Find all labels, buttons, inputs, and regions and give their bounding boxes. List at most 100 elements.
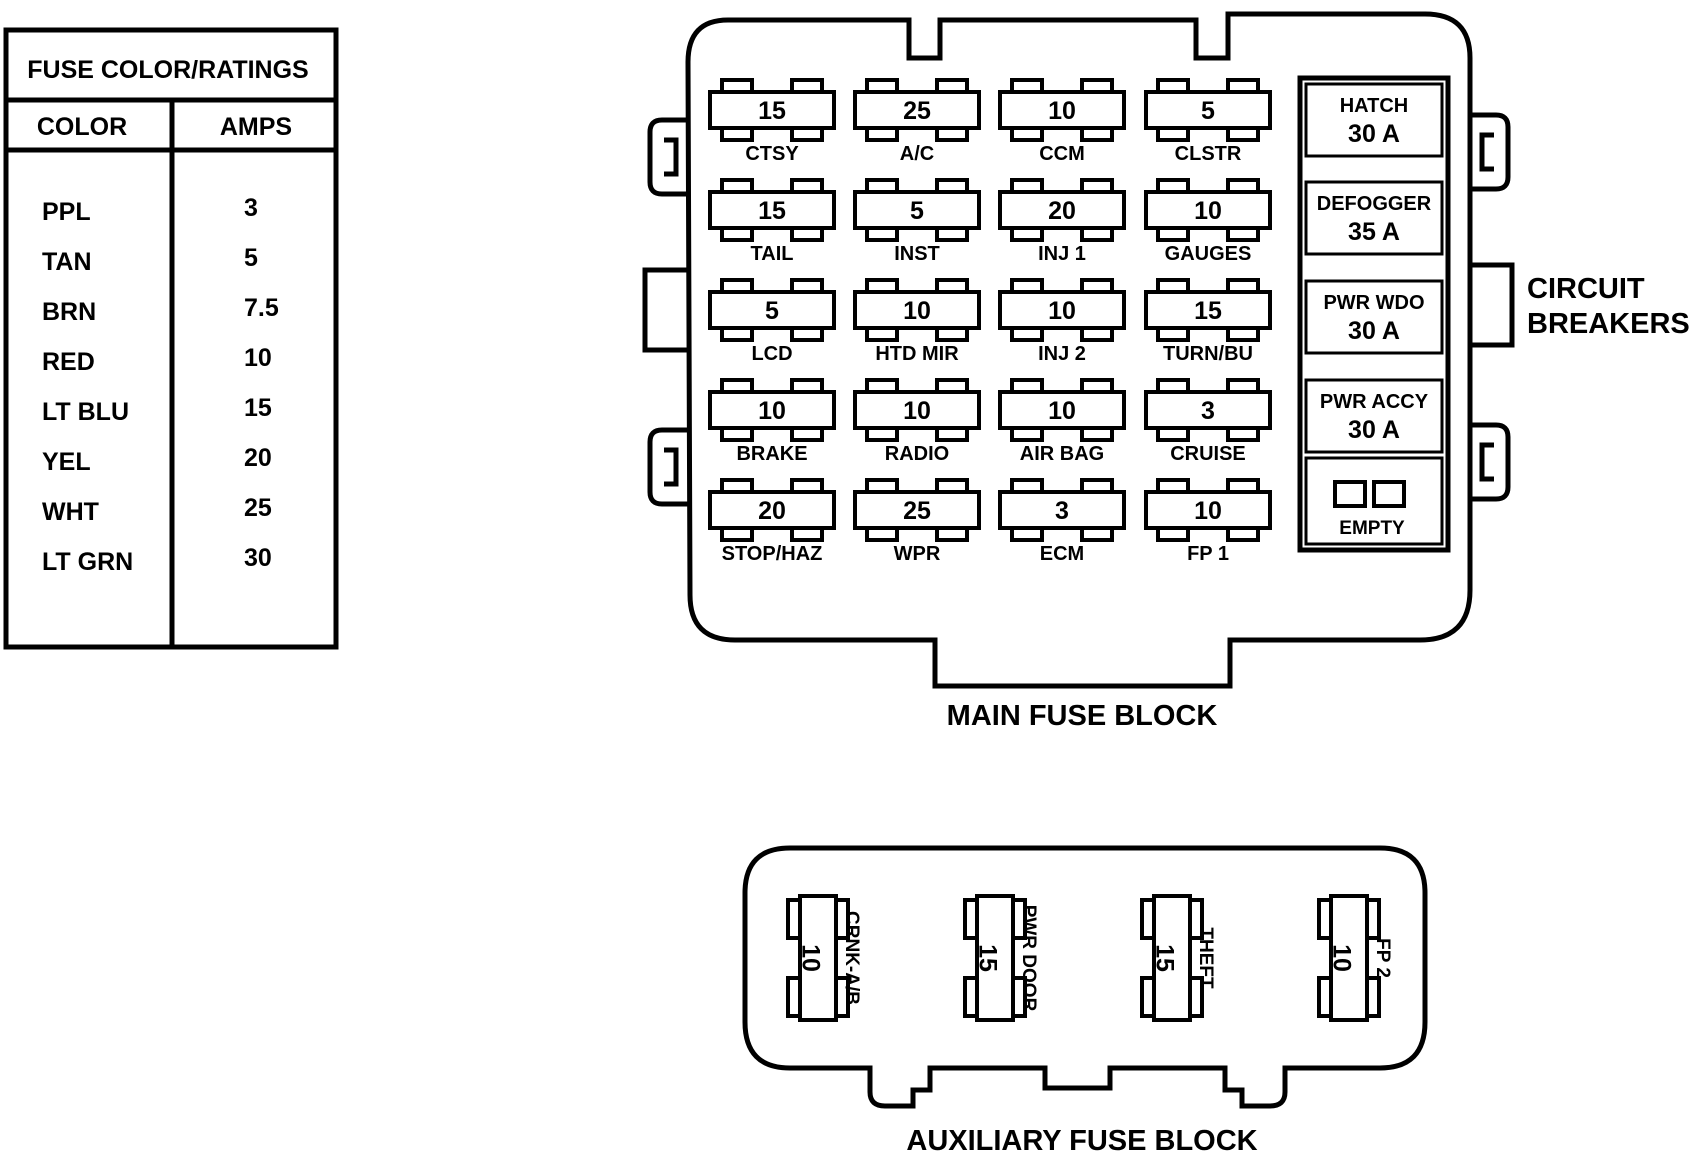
- fuse-rating: 10: [1194, 197, 1222, 225]
- fuse-label: HTD MIR: [875, 343, 959, 365]
- legend-color-header: COLOR: [37, 113, 127, 141]
- fuse-rating: 3: [1201, 397, 1215, 425]
- fuse-label: AIR BAG: [1020, 443, 1104, 465]
- breaker-rating: 30 A: [1348, 416, 1400, 444]
- legend-amps-cell: 25: [244, 494, 272, 522]
- aux-fuse: 10 FP 2: [1317, 894, 1393, 1022]
- fuse-rating: 5: [910, 197, 924, 225]
- fuse-label: WPR: [894, 543, 941, 565]
- legend-amps-cell: 3: [244, 194, 258, 222]
- fuse-rating: 25: [903, 97, 931, 125]
- fuse-label: INJ 2: [1038, 343, 1086, 365]
- fuse: 25A/C: [853, 78, 981, 165]
- fuse-rating: 5: [765, 297, 779, 325]
- legend-amps-cell: 15: [244, 394, 272, 422]
- aux-fuse: 10 CRNK-A/B: [786, 894, 862, 1022]
- fuse-rating: 10: [1194, 497, 1222, 525]
- breaker-name: DEFOGGER: [1317, 193, 1432, 215]
- legend-title: FUSE COLOR/RATINGS: [27, 56, 308, 84]
- fuse-label: INJ 1: [1038, 243, 1086, 265]
- fuse-label: FP 1: [1187, 543, 1229, 565]
- circuit-breaker: DEFOGGER 35 A: [1317, 193, 1432, 246]
- fuse-label: A/C: [900, 143, 934, 165]
- empty-slot-icon: [1372, 480, 1406, 508]
- auxiliary-fuse-block-title: AUXILIARY FUSE BLOCK: [906, 1125, 1257, 1152]
- fuse-label: CRUISE: [1170, 443, 1246, 465]
- empty-slot-label: EMPTY: [1339, 518, 1405, 539]
- fuse-label: RADIO: [885, 443, 949, 465]
- aux-fuse-rating: 10: [796, 944, 824, 972]
- aux-fuse-rating: 15: [973, 944, 1001, 972]
- fuse-label: BRAKE: [736, 443, 807, 465]
- fuse-label: TURN/BU: [1163, 343, 1253, 365]
- legend-color-cell: WHT: [42, 498, 99, 526]
- fuse-label: INST: [894, 243, 940, 265]
- legend-color-cell: TAN: [42, 248, 92, 276]
- breaker-name: PWR ACCY: [1320, 391, 1429, 413]
- fuse-rating: 20: [758, 497, 786, 525]
- aux-fuse-rating: 10: [1327, 944, 1355, 972]
- fuse-label: ECM: [1040, 543, 1084, 565]
- empty-slot-icon: [1333, 480, 1367, 508]
- fuse: 10 FP 1: [1144, 478, 1272, 565]
- aux-fuse-label: PWR DOOR: [1018, 905, 1039, 1012]
- aux-fuse-label: THEFT: [1195, 927, 1216, 989]
- fuse-label: TAIL: [751, 243, 794, 265]
- fuse-rating: 15: [758, 197, 786, 225]
- aux-fuse: 15 PWR DOOR: [963, 894, 1039, 1022]
- fuse-label: CLSTR: [1175, 143, 1242, 165]
- aux-fuse-rating: 15: [1150, 944, 1178, 972]
- breaker-name: PWR WDO: [1323, 292, 1424, 314]
- legend-color-cell: BRN: [42, 298, 96, 326]
- aux-fuse-label: FP 2: [1372, 938, 1393, 978]
- legend-color-cell: YEL: [42, 448, 91, 476]
- fuse-label: GAUGES: [1165, 243, 1252, 265]
- fuse-rating: 10: [903, 297, 931, 325]
- fuse-rating: 15: [1194, 297, 1222, 325]
- fuse-rating: 25: [903, 497, 931, 525]
- fuse-label: STOP/HAZ: [722, 543, 823, 565]
- aux-fuse-label: CRNK-A/B: [841, 911, 862, 1005]
- breaker-rating: 30 A: [1348, 120, 1400, 148]
- fuse-rating: 10: [903, 397, 931, 425]
- fuse-label: CTSY: [745, 143, 799, 165]
- legend-color-cell: LT GRN: [42, 548, 133, 576]
- legend-color-cell: PPL: [42, 198, 91, 226]
- legend-amps-header: AMPS: [220, 113, 292, 141]
- legend-color-cell: LT BLU: [42, 398, 129, 426]
- fuse-rating: 10: [1048, 97, 1076, 125]
- breaker-rating: 35 A: [1348, 218, 1400, 246]
- aux-fuse: 15 THEFT: [1140, 894, 1216, 1022]
- fuse-rating: 10: [758, 397, 786, 425]
- legend-amps-cell: 20: [244, 444, 272, 472]
- fuse-rating: 20: [1048, 197, 1076, 225]
- legend-amps-cell: 5: [244, 244, 258, 272]
- legend-amps-cell: 30: [244, 544, 272, 572]
- circuit-breaker: PWR ACCY 30 A: [1320, 391, 1429, 444]
- circuit-breakers-caption: CIRCUIT: [1527, 273, 1645, 305]
- fuse-label: CCM: [1039, 143, 1085, 165]
- legend-amps-cell: 7.5: [244, 294, 279, 322]
- circuit-breakers-caption-2: BREAKERS: [1527, 308, 1690, 340]
